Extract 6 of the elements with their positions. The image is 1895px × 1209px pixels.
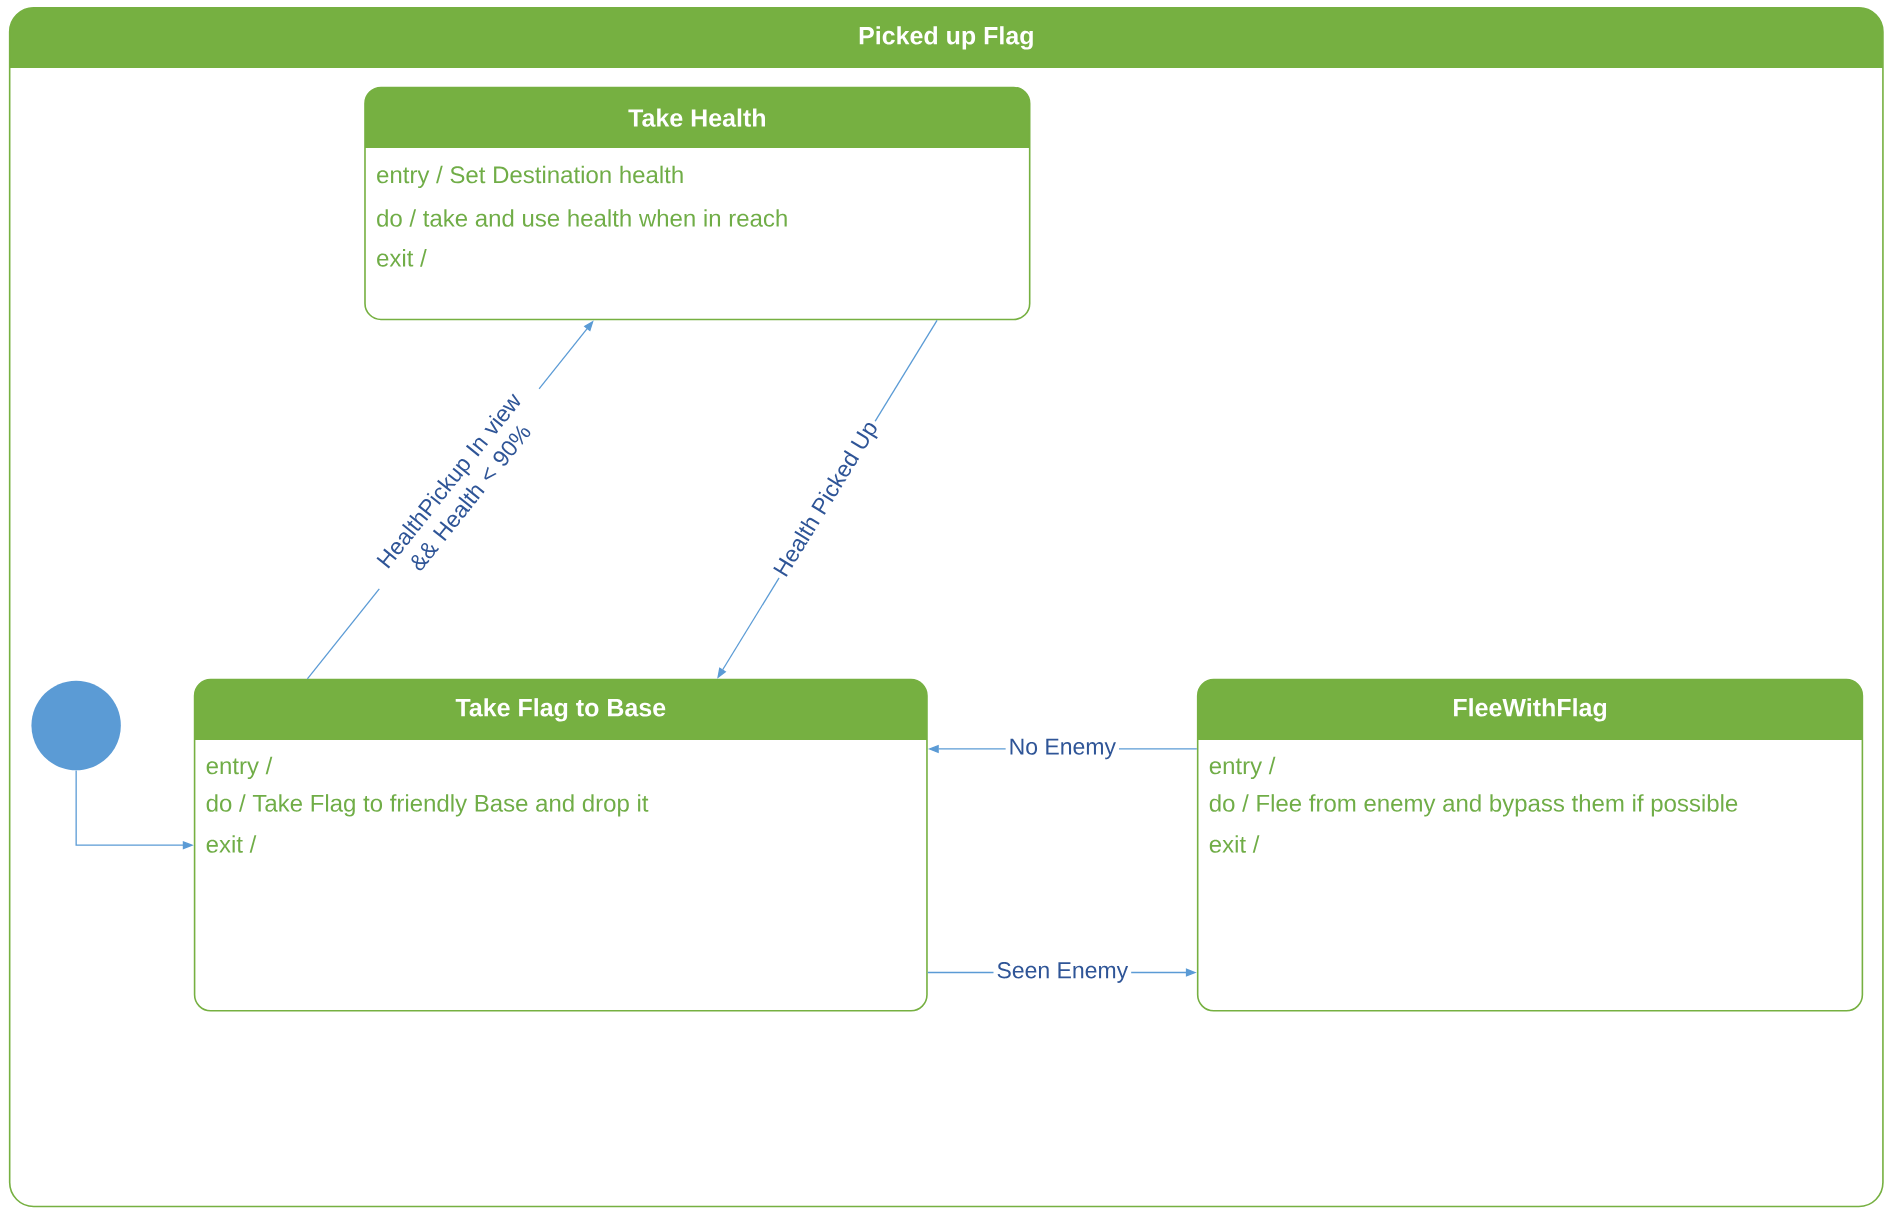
initial-state — [31, 680, 121, 771]
state-box: Take Health entry / Set Destination health do / take and use health when in reach exit / — [364, 86, 1031, 321]
state-box: Take Flag to Base entry / do / Take Flag to friendly Base and drop it exit / — [193, 678, 928, 1012]
edge-label: Seen Enemy — [993, 959, 1132, 986]
edge-label: No Enemy — [1005, 735, 1119, 763]
state-box: FleeWithFlag entry / do / Flee from enemy and bypass them if possible exit / — [1196, 678, 1864, 1012]
